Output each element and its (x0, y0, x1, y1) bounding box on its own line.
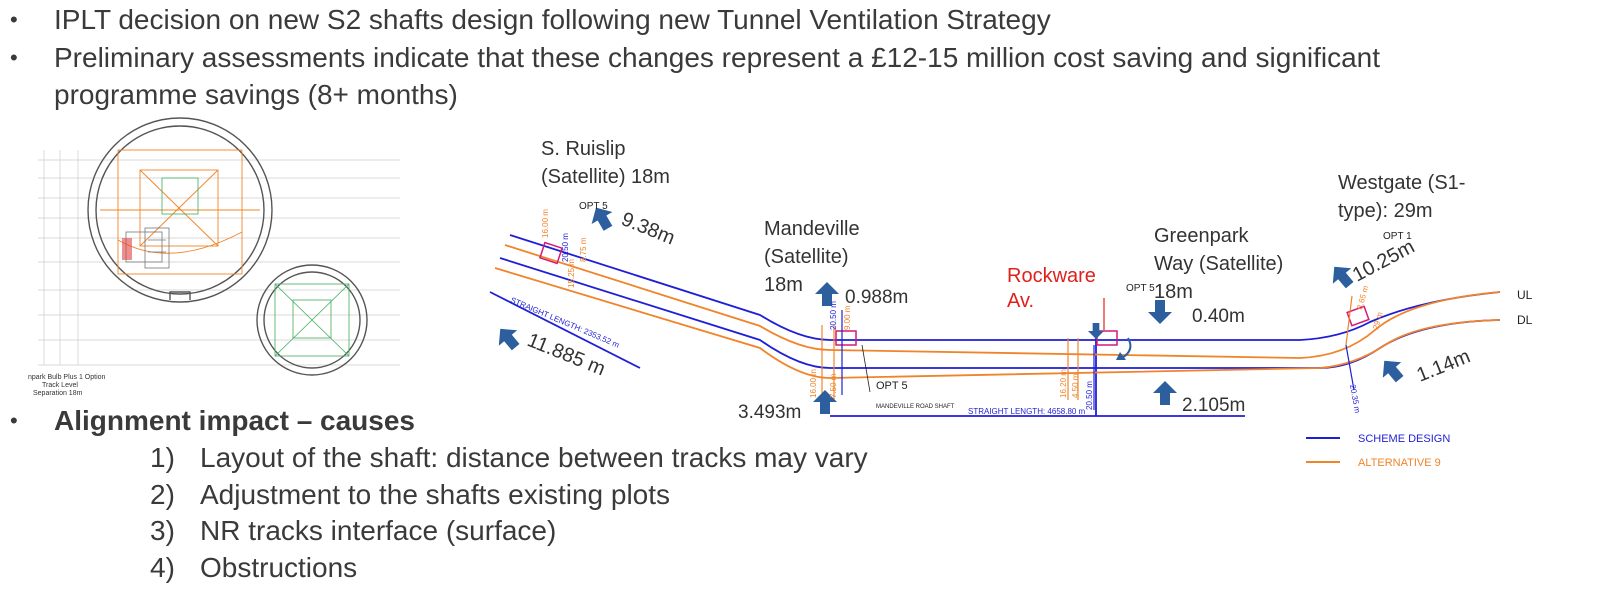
svg-text:(Satellite): (Satellite) (764, 246, 848, 268)
arrow-up-icon (491, 321, 525, 355)
svg-text:OPT 5: OPT 5 (876, 380, 908, 392)
svg-text:8.65 m: 8.65 m (1355, 284, 1370, 310)
dimension-labels: 16.00 m 20.50 m 8.75 m 15.25 m 20.50 m 9… (541, 209, 1385, 414)
cause-item: 4) Obstructions (150, 550, 357, 586)
bullet-text: IPLT decision on new S2 shafts design fo… (54, 4, 1051, 35)
svg-text:9.00 m: 9.00 m (843, 305, 852, 330)
cause-item: 2) Adjustment to the shafts existing plot… (150, 477, 670, 513)
cause-number: 3) (150, 515, 175, 546)
alignment-heading-text: Alignment impact – causes (54, 405, 416, 436)
svg-text:8.75 m: 8.75 m (579, 237, 588, 262)
cause-number: 2) (150, 479, 175, 510)
svg-text:9.38m: 9.38m (618, 208, 678, 249)
svg-text:OPT 5: OPT 5 (579, 201, 608, 212)
station-s-ruislip: S. Ruislip (Satellite) 18m (541, 138, 670, 188)
svg-text:3.493m: 3.493m (738, 402, 801, 423)
station-westgate: Westgate (S1- type): 29m (1338, 172, 1465, 222)
svg-text:16.00 m: 16.00 m (541, 209, 550, 238)
cause-number: 4) (150, 552, 175, 583)
svg-text:type): 29m: type): 29m (1338, 200, 1432, 222)
svg-text:2.105m: 2.105m (1182, 395, 1245, 416)
bullet-dot: • (10, 408, 18, 433)
bullet-text: programme savings (8+ months) (54, 79, 458, 110)
svg-text:10.25m: 10.25m (1349, 236, 1418, 287)
cause-text: NR tracks interface (surface) (200, 515, 557, 546)
station-greenpark: Greenpark Way (Satellite) 18m (1154, 225, 1283, 303)
svg-text:Way (Satellite): Way (Satellite) (1154, 253, 1283, 275)
cause-text: Adjustment to the shafts existing plots (200, 479, 671, 510)
cause-item: 3) NR tracks interface (surface) (150, 513, 556, 549)
svg-text:18m: 18m (764, 274, 803, 296)
bullet-dot: • (10, 45, 18, 70)
arrow-down-icon (1088, 323, 1104, 339)
svg-text:29 m: 29 m (1371, 311, 1384, 331)
svg-text:S. Ruislip: S. Ruislip (541, 138, 625, 160)
svg-text:16.20 m: 16.20 m (1059, 369, 1068, 398)
svg-text:15.25 m: 15.25 m (567, 259, 576, 288)
arrow-down-icon (1148, 300, 1172, 324)
svg-text:Greenpark: Greenpark (1154, 225, 1249, 247)
drawing-caption: npark Bulb Plus 1 Option (28, 374, 106, 381)
svg-text:7.50 m: 7.50 m (829, 373, 838, 398)
svg-text:20.50 m: 20.50 m (1085, 381, 1094, 410)
svg-text:Westgate (S1-: Westgate (S1- (1338, 172, 1465, 194)
cause-text: Obstructions (200, 552, 358, 583)
drawing-caption: Track Level (42, 382, 78, 389)
svg-text:STRAIGHT LENGTH: 4658.80 m: STRAIGHT LENGTH: 4658.80 m (968, 407, 1086, 416)
svg-text:Rockware: Rockware (1007, 265, 1096, 287)
svg-text:Mandeville: Mandeville (764, 218, 860, 240)
svg-text:1.14m: 1.14m (1414, 345, 1474, 386)
svg-text:4.50 m: 4.50 m (1071, 373, 1080, 398)
station-rockware: Rockware Av. (1007, 265, 1096, 312)
station-mandeville: Mandeville (Satellite) 18m (764, 218, 860, 296)
alternative-9-tracks (494, 244, 1501, 379)
track-label-ul: UL (1517, 288, 1533, 302)
svg-text:20.35 m: 20.35 m (1348, 384, 1362, 414)
legend-label-scheme: SCHEME DESIGN (1358, 433, 1450, 445)
svg-text:0.988m: 0.988m (845, 287, 908, 308)
shaft-markers (539, 241, 1370, 346)
svg-text:20.50 m: 20.50 m (561, 233, 570, 262)
track-label-dl: DL (1517, 313, 1533, 327)
bullet-dot: • (10, 7, 18, 32)
svg-text:0.40m: 0.40m (1192, 306, 1245, 327)
svg-text:OPT 1: OPT 1 (1383, 231, 1412, 242)
cause-number: 1) (150, 442, 175, 473)
shaft-cross-section-drawing: npark Bulb Plus 1 Option Track Level Sep… (28, 117, 400, 397)
arrow-up-icon (1153, 381, 1177, 405)
cause-item: 1) Layout of the shaft: distance between … (150, 440, 868, 476)
cause-text: Layout of the shaft: distance between tr… (200, 442, 868, 473)
legend-label-alternative: ALTERNATIVE 9 (1358, 457, 1441, 469)
arrow-up-icon (1375, 353, 1409, 387)
bullet-text: Preliminary assessments indicate that th… (54, 42, 1381, 73)
svg-text:(Satellite) 18m: (Satellite) 18m (541, 166, 670, 188)
legend: SCHEME DESIGN ALTERNATIVE 9 (1306, 433, 1450, 469)
svg-text:OPT 5: OPT 5 (1126, 283, 1155, 294)
drawing-caption: Separation 18m (33, 390, 83, 397)
svg-text:MANDEVILLE ROAD SHAFT: MANDEVILLE ROAD SHAFT (876, 404, 955, 410)
svg-text:18m: 18m (1154, 281, 1193, 303)
svg-text:Av.: Av. (1007, 290, 1034, 312)
svg-text:16.00 m: 16.00 m (809, 369, 818, 398)
svg-text:20.50 m: 20.50 m (829, 301, 838, 330)
offset-values: 9.38m 11.885 m 0.988m 3.493m 0.40m 2.105… (524, 208, 1473, 423)
